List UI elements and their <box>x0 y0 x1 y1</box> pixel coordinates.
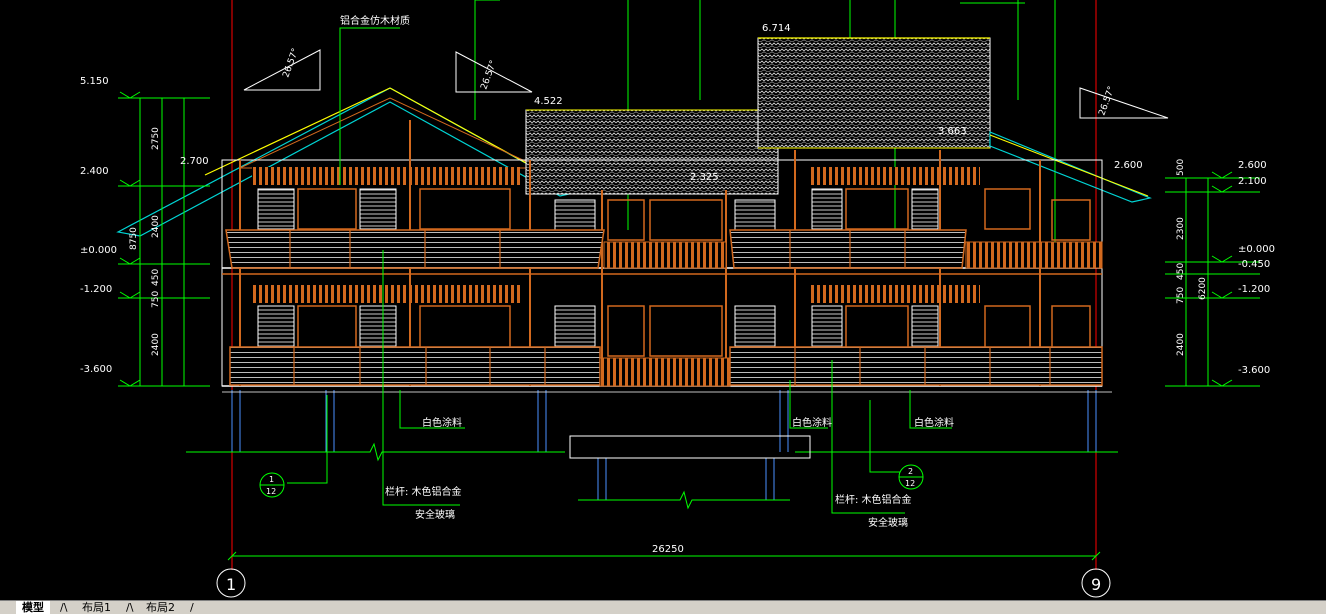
elev-right-4: -1.200 <box>1238 284 1270 295</box>
elev-top-5: 2.325 <box>690 172 719 183</box>
dim-left-0: 2750 <box>151 127 161 150</box>
annotation-leaders <box>287 27 952 514</box>
detail-left-num: 1 <box>269 475 274 484</box>
dim-left-2: 450 <box>151 269 161 286</box>
tower-tiled-roof <box>757 37 991 149</box>
glass-label-right: 安全玻璃 <box>868 516 908 529</box>
dim-right-total: 6200 <box>1198 277 1208 300</box>
elev-right-2: ±0.000 <box>1238 244 1275 255</box>
elev-top-3: 3.663 <box>938 126 967 137</box>
dim-right-0: 500 <box>1176 159 1186 176</box>
tab-layout-1[interactable]: 布局1 <box>82 601 111 614</box>
dim-left-4: 2400 <box>151 333 161 356</box>
white-paint-label-2: 白色涂料 <box>792 416 832 429</box>
entrance-platform <box>569 435 811 459</box>
tab-separator: /\ <box>126 601 134 614</box>
layout-tab-bar: 模型 /\ 布局1 /\ 布局2 / <box>0 600 1326 614</box>
middle-tiled-roof <box>525 109 779 195</box>
railing-label-left: 栏杆: 木色铝合金 <box>385 485 462 498</box>
elev-left-3: -1.200 <box>80 284 112 295</box>
dim-right-2: 450 <box>1176 263 1186 280</box>
elev-left-4: -3.600 <box>80 364 112 375</box>
balconies <box>225 229 1103 387</box>
elev-left-1: 2.400 <box>80 166 109 177</box>
dim-right-3: 750 <box>1176 287 1186 304</box>
slope-markers <box>243 49 1169 119</box>
grid-axes <box>231 0 1097 570</box>
elev-left-2: ±0.000 <box>80 245 117 256</box>
slope-left: 26.57° <box>281 47 301 79</box>
railing-label-right: 栏杆: 木色铝合金 <box>835 493 912 506</box>
axis-label-left: 1 <box>226 575 236 594</box>
slope-right: 26.57° <box>1097 85 1117 117</box>
tab-separator: /\ <box>60 601 68 614</box>
tab-model[interactable]: 模型 <box>16 601 50 614</box>
detail-right-num: 2 <box>908 467 913 476</box>
width-dimension <box>227 551 1101 561</box>
elev-right-3: -0.450 <box>1238 259 1270 270</box>
elev-right-0: 2.600 <box>1238 160 1267 171</box>
right-dimensions <box>1165 171 1260 387</box>
dim-left-total: 8750 <box>129 227 139 250</box>
white-paint-label-1: 白色涂料 <box>422 416 462 429</box>
dim-right-4: 2400 <box>1176 333 1186 356</box>
detail-left-sheet: 12 <box>266 487 276 496</box>
roof-material-label: 铝合金仿木材质 <box>340 14 410 27</box>
dim-left-3: 750 <box>151 291 161 308</box>
slope-mid: 26.57° <box>479 59 499 91</box>
elev-top-2: 6.714 <box>762 23 791 34</box>
elev-top-1: 4.522 <box>534 96 563 107</box>
left-dimensions <box>118 91 210 387</box>
elev-right-1: 2.100 <box>1238 176 1267 187</box>
white-paint-label-3: 白色涂料 <box>914 416 954 429</box>
elev-top-0: 2.700 <box>180 156 209 167</box>
ground-lines <box>186 442 1118 510</box>
tab-layout-2[interactable]: 布局2 <box>146 601 175 614</box>
detail-right-sheet: 12 <box>905 479 915 488</box>
axis-bubbles <box>216 568 1111 598</box>
elevation-drawing: 铝合金仿木材质 白色涂料 白色涂料 白色涂料 栏杆: 木色铝合金 安全玻璃 栏杆… <box>80 0 1275 598</box>
axis-label-right: 9 <box>1091 575 1101 594</box>
tab-separator: / <box>190 601 194 614</box>
foundation <box>231 390 1097 500</box>
dim-right-1: 2300 <box>1176 217 1186 240</box>
glass-label-left: 安全玻璃 <box>415 508 455 521</box>
right-shed-roof <box>989 131 1152 203</box>
elev-right-5: -3.600 <box>1238 365 1270 376</box>
drawing-canvas[interactable]: 铝合金仿木材质 白色涂料 白色涂料 白色涂料 栏杆: 木色铝合金 安全玻璃 栏杆… <box>0 0 1326 600</box>
dim-left-1: 2400 <box>151 215 161 238</box>
elev-left-0: 5.150 <box>80 76 109 87</box>
upper-windows <box>257 188 1091 241</box>
dim-overall-width: 26250 <box>652 544 684 555</box>
elev-top-4: 2.600 <box>1114 160 1143 171</box>
detail-bubbles <box>259 464 924 498</box>
